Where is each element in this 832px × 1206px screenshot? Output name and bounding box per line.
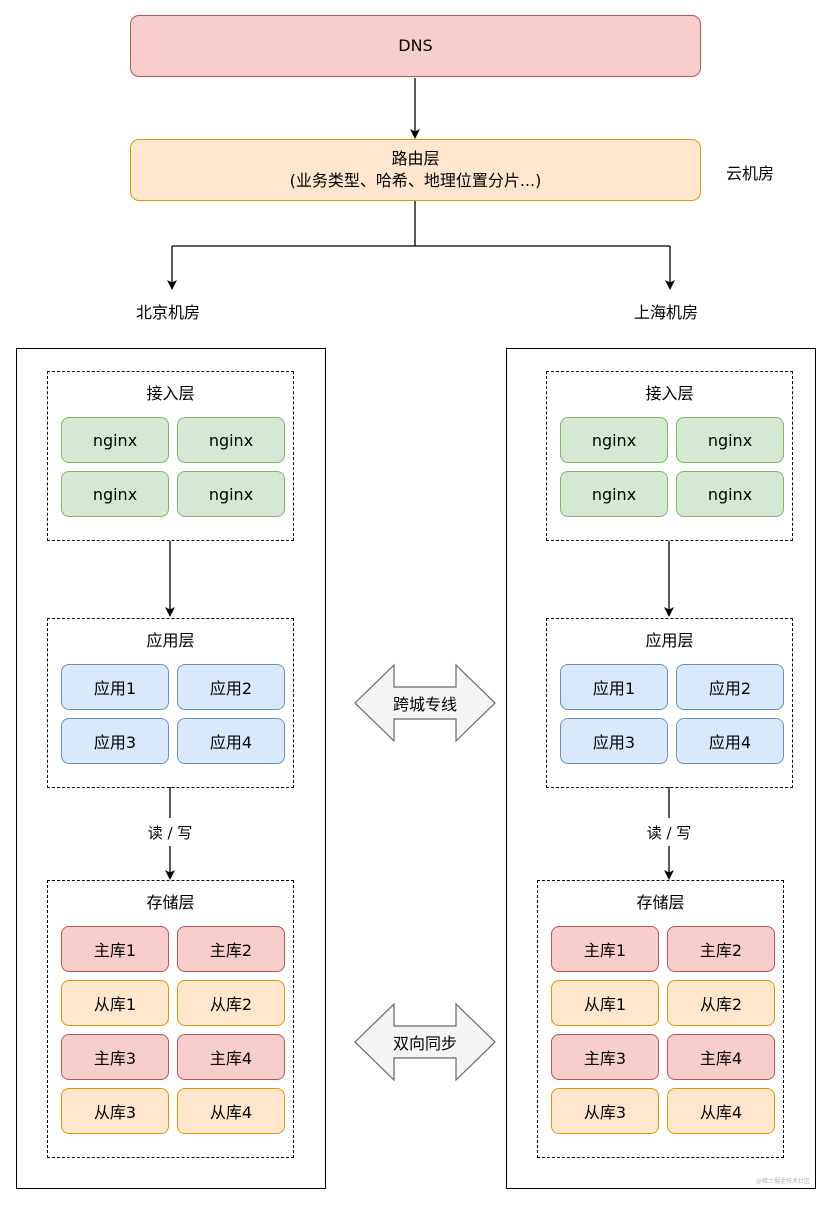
dns-box: DNS	[130, 15, 701, 77]
left-replica-db-node: 从库3	[61, 1088, 169, 1134]
cloud-datacenter-label: 云机房	[726, 164, 775, 183]
left-replica-db-node: 从库2	[177, 980, 285, 1026]
right-app-node: 应用3	[560, 718, 668, 764]
left-app-node: 应用3	[61, 718, 169, 764]
sync-link-arrow	[354, 1002, 496, 1082]
sync-link-label: 双向同步	[392, 1034, 457, 1053]
right-app-node: 应用2	[676, 664, 784, 710]
left-read-write-label: 读 / 写	[147, 823, 193, 842]
shanghai-datacenter-container	[506, 348, 816, 1189]
left-app-node: 应用4	[177, 718, 285, 764]
left-storage-layer-title: 存储层	[146, 893, 195, 912]
left-replica-db-node: 从库4	[177, 1088, 285, 1134]
right-nginx-node: nginx	[560, 471, 668, 517]
right-nginx-node: nginx	[676, 417, 784, 463]
right-app-node: 应用4	[676, 718, 784, 764]
left-primary-db-node: 主库4	[177, 1034, 285, 1080]
router-layer-box: 路由层 (业务类型、哈希、地理位置分片...)	[130, 139, 701, 201]
cross-link-arrow	[354, 663, 496, 743]
right-storage-layer-title: 存储层	[636, 893, 685, 912]
left-nginx-node: nginx	[177, 471, 285, 517]
left-access-layer-title: 接入层	[146, 384, 195, 403]
right-replica-db-node: 从库3	[551, 1088, 659, 1134]
left-nginx-node: nginx	[61, 417, 169, 463]
watermark: @稀土掘金技术社区	[756, 1178, 811, 1185]
beijing-datacenter-container	[16, 348, 326, 1189]
left-primary-db-node: 主库2	[177, 926, 285, 972]
right-storage-layer	[537, 880, 784, 1158]
right-replica-db-node: 从库2	[667, 980, 775, 1026]
right-nginx-node: nginx	[560, 417, 668, 463]
right-replica-db-node: 从库1	[551, 980, 659, 1026]
right-read-write-label: 读 / 写	[646, 823, 692, 842]
left-nginx-node: nginx	[61, 471, 169, 517]
right-replica-db-node: 从库4	[667, 1088, 775, 1134]
router-subtitle: (业务类型、哈希、地理位置分片...)	[289, 171, 542, 190]
right-primary-db-node: 主库3	[551, 1034, 659, 1080]
router-split-line	[172, 201, 670, 247]
right-access-layer	[546, 371, 793, 541]
right-app-layer-title: 应用层	[645, 631, 694, 650]
cross-link-label: 跨城专线	[392, 695, 457, 714]
beijing-datacenter-label: 北京机房	[136, 303, 201, 322]
right-primary-db-node: 主库4	[667, 1034, 775, 1080]
right-nginx-node: nginx	[676, 471, 784, 517]
router-title: 路由层	[391, 149, 440, 168]
left-access-layer	[47, 371, 294, 541]
right-access-layer-title: 接入层	[645, 384, 694, 403]
right-primary-db-node: 主库1	[551, 926, 659, 972]
right-app-layer	[546, 618, 793, 788]
left-storage-layer	[47, 880, 294, 1158]
left-primary-db-node: 主库1	[61, 926, 169, 972]
right-primary-db-node: 主库2	[667, 926, 775, 972]
left-app-node: 应用2	[177, 664, 285, 710]
left-app-layer	[47, 618, 294, 788]
left-primary-db-node: 主库3	[61, 1034, 169, 1080]
left-nginx-node: nginx	[177, 417, 285, 463]
left-replica-db-node: 从库1	[61, 980, 169, 1026]
right-app-node: 应用1	[560, 664, 668, 710]
left-app-layer-title: 应用层	[146, 631, 195, 650]
left-app-node: 应用1	[61, 664, 169, 710]
dns-label: DNS	[398, 36, 433, 55]
shanghai-datacenter-label: 上海机房	[634, 303, 699, 322]
